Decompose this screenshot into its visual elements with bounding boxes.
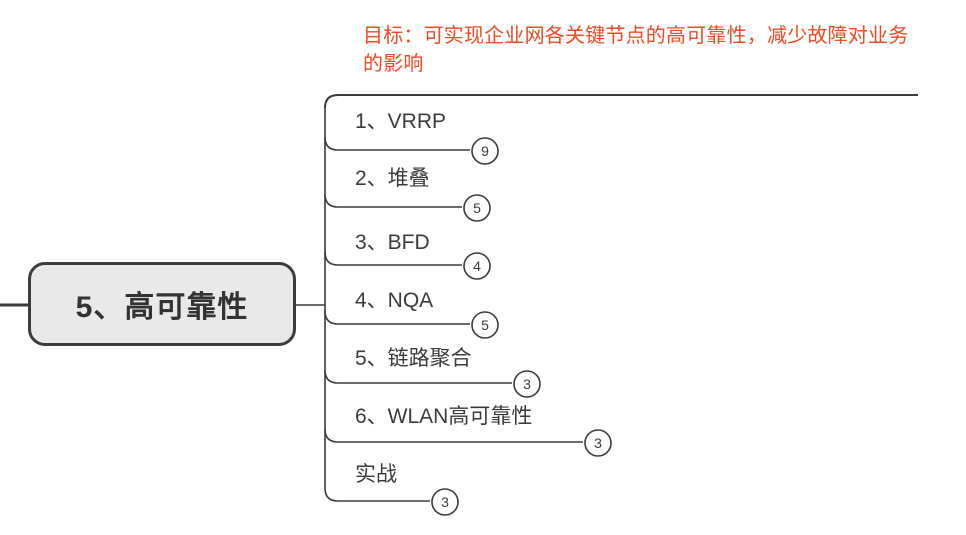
branch-label[interactable]: 5、链路聚合 xyxy=(355,347,472,370)
branch-line xyxy=(324,310,470,325)
branch-line xyxy=(324,193,462,208)
badge-circle[interactable] xyxy=(463,194,491,222)
branch-label[interactable]: 实战 xyxy=(355,463,397,486)
branch-line xyxy=(324,251,462,266)
header-rule xyxy=(324,94,918,109)
badge-circle[interactable] xyxy=(471,311,499,339)
badge-circle[interactable] xyxy=(471,137,499,165)
badge-count: 4 xyxy=(473,258,481,274)
badge-count: 3 xyxy=(441,494,449,510)
branch-line xyxy=(324,369,512,384)
root-node-label: 5、高可靠性 xyxy=(75,291,249,324)
badge-circle[interactable] xyxy=(431,488,459,516)
badge-count: 9 xyxy=(481,143,489,159)
badge-count: 3 xyxy=(594,435,602,451)
goal-statement: 目标：可实现企业网各关键节点的高可靠性，减少故障对业务的影响 xyxy=(363,25,909,75)
branch-line xyxy=(324,136,470,151)
branch-label[interactable]: 4、NQA xyxy=(355,289,434,312)
branch-line xyxy=(324,487,430,502)
badge-count: 3 xyxy=(523,376,531,392)
badge-count: 5 xyxy=(473,200,481,216)
branch-label[interactable]: 6、WLAN高可靠性 xyxy=(355,405,533,428)
root-node[interactable]: 5、高可靠性 xyxy=(28,262,296,346)
branch-label[interactable]: 2、堆叠 xyxy=(355,167,430,190)
count-badges: 9 5 4 5 3 3 3 xyxy=(431,137,612,516)
branch-line xyxy=(324,428,583,443)
badge-circle[interactable] xyxy=(584,429,612,457)
branch-label[interactable]: 1、VRRP xyxy=(355,110,447,133)
branch-label[interactable]: 3、BFD xyxy=(355,231,430,254)
badge-circle[interactable] xyxy=(513,370,541,398)
badge-circle[interactable] xyxy=(463,252,491,280)
badge-count: 5 xyxy=(481,317,489,333)
connector-lines xyxy=(0,94,918,502)
